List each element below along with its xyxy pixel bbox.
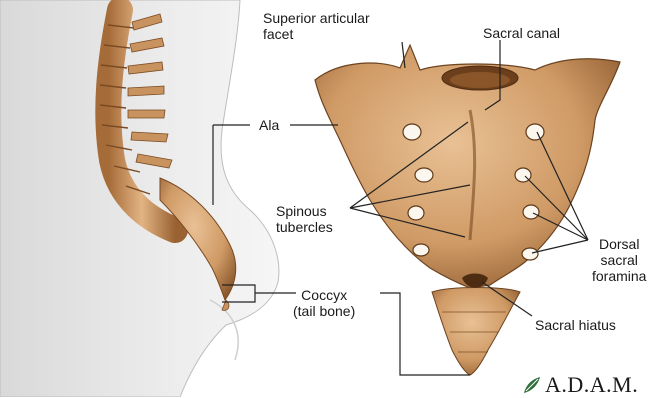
label-spinous-tubercles: Spinous tubercles <box>276 203 333 235</box>
label-coccyx-line2: (tail bone) <box>293 303 355 319</box>
label-dorsal-sacral-foramina-line1: Dorsal <box>592 236 646 252</box>
label-spinous-tubercles-line1: Spinous <box>276 203 333 219</box>
label-ala: Ala <box>259 117 279 133</box>
label-sacral-hiatus: Sacral hiatus <box>535 317 616 333</box>
label-dorsal-sacral-foramina-line3: foramina <box>592 268 646 284</box>
label-coccyx-line1: Coccyx <box>293 287 355 303</box>
adam-logo: A.D.A.M. <box>522 372 638 398</box>
label-dorsal-sacral-foramina: Dorsal sacral foramina <box>592 236 646 284</box>
label-spinous-tubercles-line2: tubercles <box>276 219 333 235</box>
coccyx-posterior <box>432 288 520 376</box>
label-coccyx: Coccyx (tail bone) <box>293 287 355 319</box>
label-superior-articular-facet-line1: Superior articular <box>263 10 370 26</box>
adam-logo-text: A.D.A.M. <box>545 372 638 398</box>
label-sacral-canal: Sacral canal <box>483 25 560 41</box>
label-superior-articular-facet: Superior articular facet <box>263 10 370 42</box>
adam-leaf-icon <box>522 375 542 395</box>
label-dorsal-sacral-foramina-line2: sacral <box>592 252 646 268</box>
label-superior-articular-facet-line2: facet <box>263 26 370 42</box>
